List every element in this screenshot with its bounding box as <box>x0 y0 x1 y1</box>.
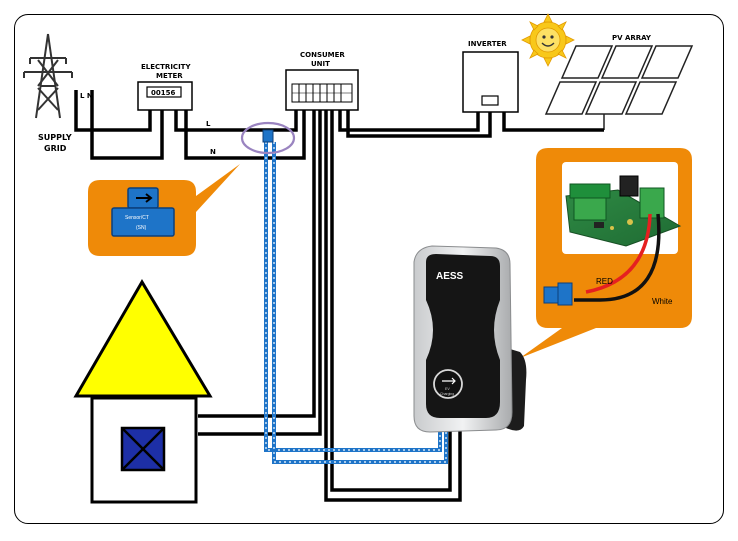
ct-cable <box>264 142 448 464</box>
ev-charger <box>413 245 527 433</box>
pv-array <box>516 45 694 132</box>
pcb-connector-icon <box>543 282 573 306</box>
consumer-unit-label-2: UNIT <box>311 60 330 68</box>
electricity-meter-label-1: ELECTRICITY <box>141 63 191 71</box>
supply-grid-label-2: GRID <box>44 144 67 153</box>
pcb-board-image <box>565 175 682 247</box>
charger-brand: AESS <box>436 271 464 282</box>
main-wiring <box>74 90 516 502</box>
wire-l-label: L <box>206 120 211 128</box>
supply-grid-label-1: SUPPLY <box>38 133 72 142</box>
pv-array-label: PV ARRAY <box>612 34 652 42</box>
ct-highlight-circle <box>240 121 296 155</box>
ct-callout <box>88 164 240 256</box>
electricity-meter-label-2: METER <box>156 72 183 80</box>
line-neutral-label: L N <box>80 92 93 100</box>
wire-white-label: White <box>652 297 673 306</box>
ct-sensor-label-2: (SN) <box>136 225 147 231</box>
consumer-unit-label-1: CONSUMER <box>300 51 345 59</box>
house <box>73 279 213 504</box>
meter-reading: 00156 <box>151 89 175 97</box>
wire-red-label: RED <box>596 277 613 286</box>
charger-start-button <box>433 369 463 399</box>
charger-start-label-1: EV <box>445 387 450 391</box>
electricity-meter <box>137 81 193 111</box>
consumer-unit <box>285 69 359 111</box>
ct-sensor-label-1: Sensor/CT <box>125 215 149 221</box>
supply-grid-pylon <box>23 33 73 119</box>
sun-icon <box>521 13 575 67</box>
ct-clamp-icon <box>262 129 274 143</box>
pcb-wires <box>574 213 661 302</box>
inverter-label: INVERTER <box>468 40 507 48</box>
wire-n-label: N <box>210 148 216 156</box>
pcb-callout <box>520 148 692 358</box>
inverter <box>462 51 519 113</box>
charger-start-label-2: Charging <box>440 392 454 396</box>
